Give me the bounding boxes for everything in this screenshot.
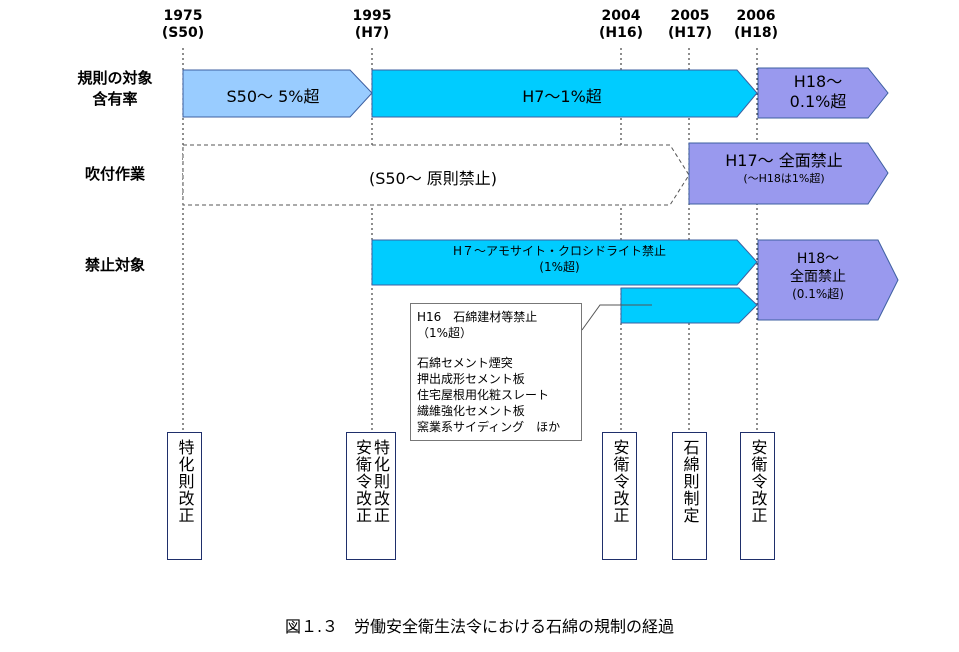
year-2006: 2006 (H18) — [716, 8, 796, 42]
year-1995-label: 1995 — [352, 8, 392, 24]
bar-h18-ban — [757, 239, 899, 321]
callout-item: 押出成形セメント板 — [417, 372, 525, 386]
callout-leader — [581, 304, 652, 331]
bar-s50 — [182, 69, 373, 118]
bar-h18-ban-line3: (0.1%超) — [792, 287, 844, 301]
year-2006-label: 2006 — [736, 8, 776, 24]
bar-h18-ban-line1: H18～ — [796, 251, 840, 267]
bar-amosite-line1: H７～アモサイト・クロシドライト禁止 — [452, 244, 667, 258]
bar-h18 — [757, 67, 889, 119]
event-2005-text: 石綿則制定 — [680, 439, 700, 524]
callout-item: 石綿セメント煙突 — [417, 356, 513, 370]
row-label-prohibited: 禁止対象 — [84, 256, 145, 274]
figure-caption: 図１.３ 労働安全衛生法令における石綿の規制の経過 — [284, 617, 675, 636]
bar-amosite — [371, 239, 758, 286]
bar-h18-line1: H18～ — [793, 72, 843, 91]
year-1975-label: 1975 — [163, 8, 203, 24]
callout-item: 繊維強化セメント板 — [417, 404, 525, 418]
year-2005-era: (H17) — [668, 25, 712, 41]
bar-h17-line1: H17～ 全面禁止 — [725, 151, 843, 170]
bar-amosite-line2: (1%超) — [539, 260, 580, 274]
event-2006-text: 安衛令改正 — [748, 439, 768, 524]
event-box-2004: 安衛令改正 — [602, 432, 637, 560]
row-label-content-rate: 規則の対象 含有率 — [55, 68, 175, 110]
bar-h18-label: H18～ 0.1%超 — [758, 72, 878, 112]
row-label-spraying: 吹付作業 — [84, 165, 145, 183]
year-1995-era: (H7) — [354, 25, 390, 41]
event-1995-text-b: 特化則改正 — [371, 439, 390, 524]
bar-s50-label: S50～ 5%超 — [226, 87, 320, 106]
event-box-1995: 安衛令改正 特化則改正 — [346, 432, 396, 560]
event-1995-text-a: 安衛令改正 — [353, 439, 372, 524]
bar-h7 — [371, 69, 758, 118]
callout-title: H16 石綿建材等禁止 — [417, 310, 538, 324]
bar-h17-line2: (～H18は1%超) — [743, 172, 825, 185]
bar-h16 — [620, 287, 758, 324]
year-2005: 2005 (H17) — [650, 8, 730, 42]
event-box-2006: 安衛令改正 — [740, 432, 775, 560]
bar-spray-dashed — [182, 144, 690, 206]
year-2004-label: 2004 — [601, 8, 641, 24]
event-2004-text: 安衛令改正 — [610, 439, 630, 524]
event-box-1975: 特化則改正 — [167, 432, 202, 560]
row-label-content-rate-line1: 規則の対象 — [77, 69, 153, 87]
year-2006-era: (H18) — [734, 25, 778, 41]
bar-h17 — [688, 142, 889, 205]
year-2004-era: (H16) — [599, 25, 643, 41]
bar-h18-ban-line2: 全面禁止 — [790, 269, 846, 285]
year-1995: 1995 (H7) — [332, 8, 412, 42]
callout-item: 窯業系サイディング ほか — [417, 420, 561, 434]
row-label-content-rate-line2: 含有率 — [92, 90, 138, 108]
callout-h16: H16 石綿建材等禁止 （1%超） 石綿セメント煙突 押出成形セメント板 住宅屋… — [410, 303, 582, 441]
year-2005-label: 2005 — [670, 8, 710, 24]
bar-h18-ban-label: H18～ 全面禁止 (0.1%超) — [758, 250, 878, 302]
year-1975: 1975 (S50) — [143, 8, 223, 42]
bar-h17-label: H17～ 全面禁止 (～H18は1%超) — [689, 150, 879, 186]
bar-amosite-label: H７～アモサイト・クロシドライト禁止 (1%超) — [372, 243, 747, 275]
year-2004: 2004 (H16) — [581, 8, 661, 42]
event-1975-text: 特化則改正 — [175, 439, 195, 524]
year-1975-era: (S50) — [161, 25, 205, 41]
bar-h7-label: H7～1%超 — [522, 87, 602, 106]
callout-item: 住宅屋根用化粧スレート — [417, 388, 550, 402]
bar-h18-line2: 0.1%超 — [789, 92, 847, 111]
bar-spray-label: (S50～ 原則禁止) — [368, 169, 498, 188]
event-box-2005: 石綿則制定 — [672, 432, 707, 560]
callout-sub: （1%超） — [417, 326, 473, 340]
